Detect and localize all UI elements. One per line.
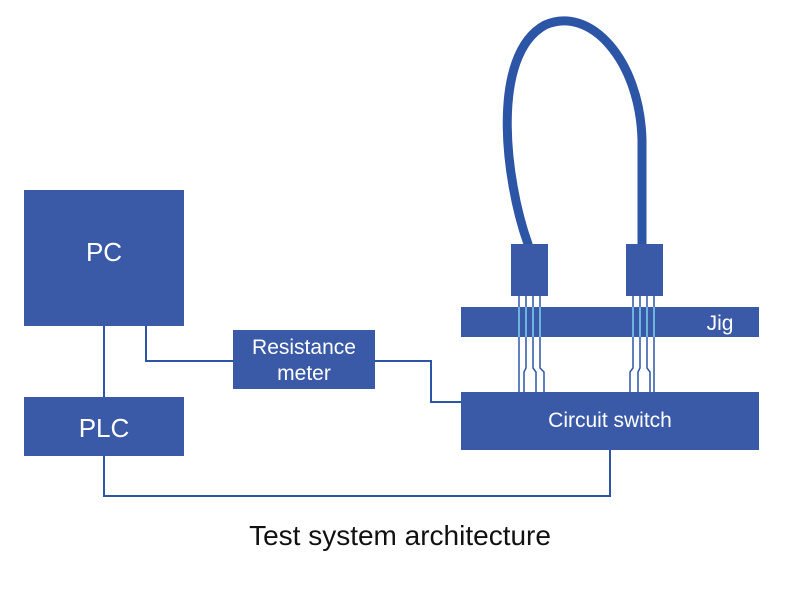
probe-connector-left [511,244,548,296]
cable-loop [502,16,647,249]
plc-box [24,397,184,456]
jig-bar [461,307,759,337]
connection-lines [103,326,611,497]
circuit-switch-box [461,392,759,450]
resistance-meter-box [233,330,375,389]
pc-label: PC [86,237,122,267]
probe-connector-right [626,244,663,296]
resistance-meter-circuit-switch-link [375,360,461,403]
circuit-switch-label: Circuit switch [548,409,672,432]
pc-resistance-meter-link [145,326,233,362]
jig-label: Jig [707,312,734,335]
resistance-meter-label-line1: Resistance [252,336,356,359]
pc-box [24,190,184,326]
diagram-caption: Test system architecture [249,520,551,551]
resistance-meter-label-line2: meter [277,362,331,385]
probe-pins-left [518,296,545,392]
plc-label: PLC [79,413,130,443]
probe-pins-right [629,296,655,392]
plc-circuit-switch-link [103,450,611,497]
